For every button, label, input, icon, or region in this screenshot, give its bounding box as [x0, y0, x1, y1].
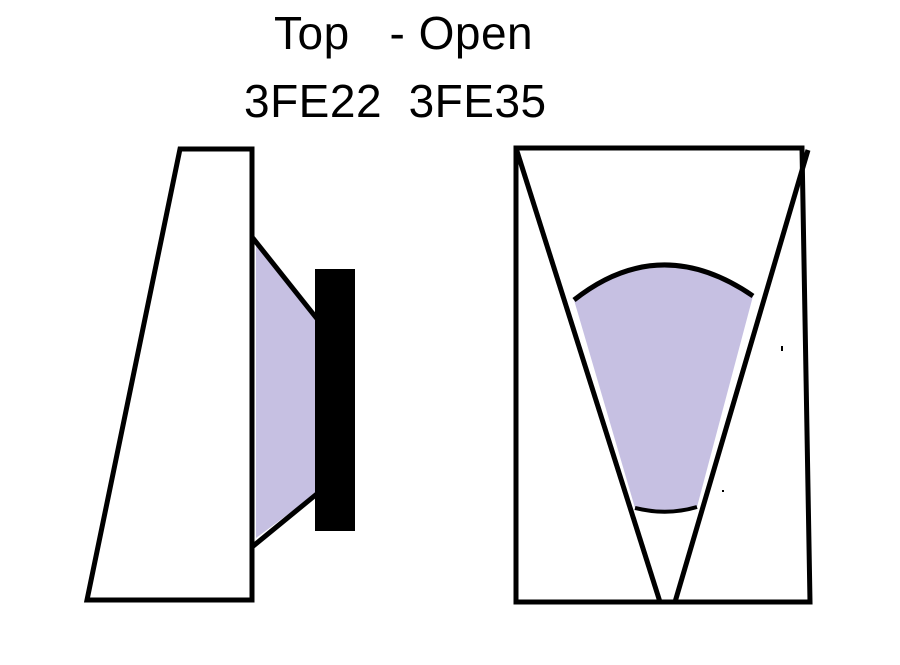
front-view-bottom-arc	[634, 505, 698, 514]
front-view-speck	[781, 346, 783, 351]
side-view-cone-fill	[256, 243, 318, 538]
caption-line-models: 3FE22 3FE35	[244, 75, 547, 127]
side-view-cabinet	[83, 146, 255, 603]
side-view-horn-top-edge	[250, 235, 320, 322]
front-view-right-diagonal	[672, 149, 811, 603]
side-view-driver-baffle	[315, 269, 355, 531]
front-view-cabinet	[513, 145, 813, 605]
front-view-top-arc	[572, 262, 755, 302]
front-view-speck	[722, 490, 724, 492]
side-view-horn-bottom-edge	[250, 491, 320, 549]
side-view	[83, 146, 355, 603]
front-view	[513, 145, 813, 605]
caption-line-top-open: Top - Open	[274, 7, 534, 59]
caption: Top - Open 3FE22 3FE35	[0, 0, 900, 130]
front-view-left-diagonal	[513, 147, 663, 603]
front-view-cone-fill	[574, 264, 753, 512]
